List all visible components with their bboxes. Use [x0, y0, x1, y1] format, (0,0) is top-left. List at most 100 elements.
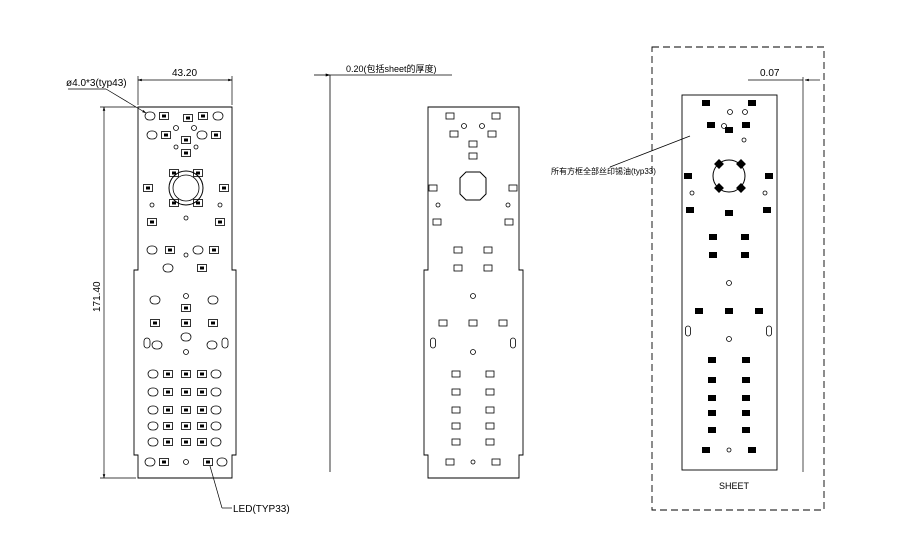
mounting-hole: [207, 295, 219, 305]
pad-outline: [491, 112, 501, 120]
print-window: [748, 100, 756, 106]
via-hole: [217, 202, 223, 208]
led-pad: [163, 406, 173, 414]
center-hole-inner: [172, 174, 200, 202]
pad-outline: [451, 388, 461, 396]
print-window: [708, 427, 716, 433]
slot-hole: [766, 325, 772, 337]
center-hole: [712, 159, 746, 193]
mounting-hole: [151, 340, 163, 350]
mounting-hole: [206, 340, 218, 350]
mounting-hole: [147, 437, 159, 447]
sheet-body: [681, 94, 778, 471]
led-pad: [169, 169, 179, 177]
pad-outline: [485, 406, 495, 414]
led-chip: [200, 408, 204, 412]
led-pad: [197, 264, 207, 272]
slot-hole: [510, 337, 516, 349]
led-chip: [186, 116, 190, 120]
via-hole: [149, 202, 155, 208]
led-chip: [162, 114, 166, 118]
print-window: [763, 207, 771, 213]
via-hole: [193, 144, 199, 150]
pad-outline: [445, 458, 455, 466]
pad-outline: [498, 319, 508, 327]
led-pad: [165, 246, 175, 254]
print-window: [707, 122, 715, 128]
led-chip: [184, 408, 188, 412]
pad-outline: [453, 264, 463, 272]
via-hole: [183, 293, 189, 299]
pad-outline: [451, 422, 461, 430]
via-hole: [461, 123, 467, 129]
led-pad: [181, 438, 191, 446]
pad-outline: [485, 438, 495, 446]
pcb-back-view: [423, 106, 524, 479]
led-chip: [184, 321, 188, 325]
via-hole: [470, 459, 476, 465]
via-hole: [505, 202, 511, 208]
led-chip: [184, 390, 188, 394]
pad-outline: [432, 218, 442, 226]
print-window: [725, 210, 733, 216]
via-hole: [721, 123, 727, 129]
center-hole: [168, 170, 204, 206]
mounting-hole: [147, 369, 159, 379]
mounting-hole: [210, 437, 222, 447]
via-hole: [726, 280, 732, 286]
led-pad: [197, 422, 207, 430]
print-window: [742, 122, 750, 128]
led-chip: [184, 151, 188, 155]
led-pad: [197, 406, 207, 414]
print-window: [702, 100, 710, 106]
mounting-hole: [212, 111, 224, 121]
via-hole: [742, 109, 748, 115]
center-cutout: [459, 171, 487, 201]
led-chip: [214, 133, 218, 137]
print-window: [709, 234, 717, 240]
mounting-hole: [210, 421, 222, 431]
center-window: [714, 159, 724, 169]
led-pad: [197, 370, 207, 378]
led-chip: [218, 220, 222, 224]
led-pad: [181, 149, 191, 157]
pad-outline: [445, 112, 455, 120]
led-pad: [181, 136, 191, 144]
led-chip: [200, 390, 204, 394]
led-pad: [163, 438, 173, 446]
print-window: [708, 377, 716, 383]
sheet-offset-value: 0.07: [760, 68, 780, 79]
width-dimension: [137, 76, 233, 105]
height-value: 171.40: [92, 281, 103, 312]
led-chip: [184, 138, 188, 142]
mounting-hole: [144, 457, 156, 467]
mounting-hole: [180, 332, 192, 342]
led-pad: [163, 370, 173, 378]
led-chip: [211, 321, 215, 325]
pad-outline: [487, 130, 497, 138]
pad-outline: [485, 422, 495, 430]
width-value: 43.20: [172, 68, 197, 79]
via-hole: [173, 125, 179, 131]
via-hole: [183, 349, 189, 355]
via-hole: [727, 109, 733, 115]
mounting-hole: [210, 369, 222, 379]
pcb-back-outline: [423, 106, 524, 479]
pad-outline: [483, 246, 493, 254]
center-window: [736, 183, 746, 193]
pad-outline: [451, 370, 461, 378]
print-window: [708, 410, 716, 416]
slot-hole: [685, 325, 691, 337]
sheet-frame: [651, 46, 825, 511]
mounting-hole: [162, 263, 174, 273]
mounting-hole: [210, 405, 222, 415]
led-chip: [166, 408, 170, 412]
hole-note: ø4.0*3(typ43): [66, 78, 127, 89]
height-dimension: [100, 106, 136, 479]
print-window: [742, 395, 750, 401]
via-hole: [689, 190, 695, 196]
pcb-front-features: [143, 111, 229, 467]
led-chip: [196, 171, 200, 175]
led-chip: [184, 306, 188, 310]
